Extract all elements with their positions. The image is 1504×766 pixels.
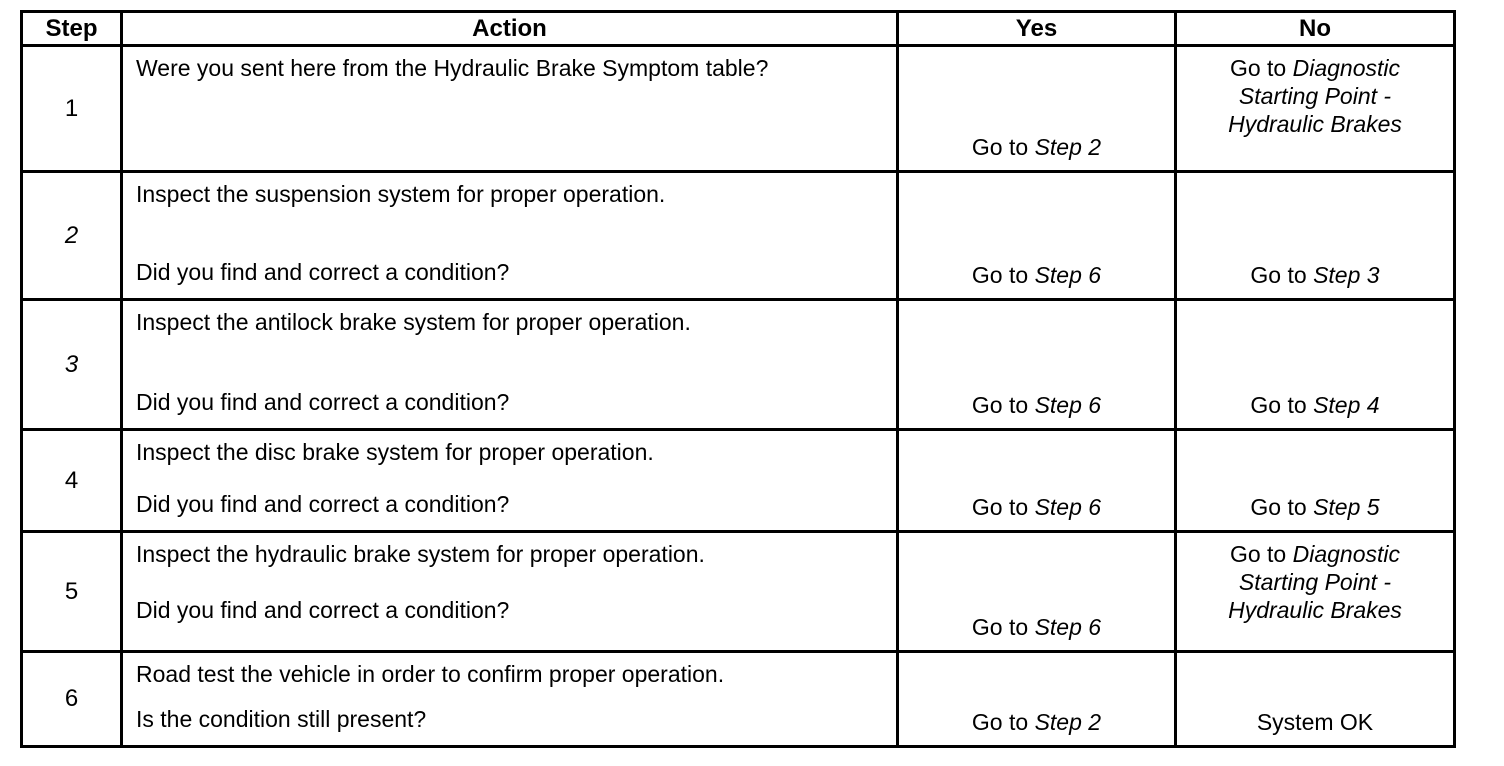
header-yes: Yes — [899, 13, 1177, 47]
action-line-1: Were you sent here from the Hydraulic Br… — [136, 55, 769, 81]
header-action: Action — [123, 13, 899, 47]
action-line-2: Did you find and correct a condition? — [136, 490, 510, 517]
no-cell-3: Go to Step 4 — [1177, 301, 1453, 431]
no-text: Go to Step 4 — [1250, 391, 1380, 418]
no-cell-2: Go to Step 3 — [1177, 173, 1453, 301]
action-cell-4: Inspect the disc brake system for proper… — [123, 431, 899, 533]
yes-cell-4: Go to Step 6 — [899, 431, 1177, 533]
action-line-1: Inspect the suspension system for proper… — [136, 181, 666, 207]
step-cell-2: 2 — [23, 173, 123, 301]
header-no: No — [1177, 13, 1453, 47]
action-cell-5: Inspect the hydraulic brake system for p… — [123, 533, 899, 653]
yes-cell-1: Go to Step 2 — [899, 47, 1177, 173]
step-cell-1: 1 — [23, 47, 123, 173]
yes-text: Go to Step 6 — [971, 493, 1102, 520]
yes-cell-3: Go to Step 6 — [899, 301, 1177, 431]
no-cell-4: Go to Step 5 — [1177, 431, 1453, 533]
step-cell-4: 4 — [23, 431, 123, 533]
no-text: System OK — [1256, 708, 1374, 735]
yes-text: Go to Step 6 — [971, 261, 1102, 288]
action-line-2: Is the condition still present? — [136, 705, 427, 732]
no-text: Go to Diagnostic Starting Point - Hydrau… — [1228, 55, 1402, 138]
step-cell-5: 5 — [23, 533, 123, 653]
yes-text: Go to Step 6 — [971, 391, 1102, 418]
yes-cell-6: Go to Step 2 — [899, 653, 1177, 745]
header-step: Step — [23, 13, 123, 47]
no-text: Go to Step 5 — [1250, 493, 1380, 520]
step-cell-3: 3 — [23, 301, 123, 431]
action-cell-2: Inspect the suspension system for proper… — [123, 173, 899, 301]
yes-text: Go to Step 2 — [971, 708, 1102, 735]
action-line-1: Inspect the hydraulic brake system for p… — [136, 541, 705, 567]
action-line-2: Did you find and correct a condition? — [136, 596, 510, 623]
action-cell-1: Were you sent here from the Hydraulic Br… — [123, 47, 899, 173]
yes-text: Go to Step 6 — [971, 613, 1102, 640]
no-cell-1: Go to Diagnostic Starting Point - Hydrau… — [1177, 47, 1453, 173]
action-line-2: Did you find and correct a condition? — [136, 388, 510, 415]
yes-cell-5: Go to Step 6 — [899, 533, 1177, 653]
no-cell-6: System OK — [1177, 653, 1453, 745]
action-cell-3: Inspect the antilock brake system for pr… — [123, 301, 899, 431]
action-line-1: Road test the vehicle in order to confir… — [136, 661, 725, 687]
no-cell-5: Go to Diagnostic Starting Point - Hydrau… — [1177, 533, 1453, 653]
yes-text: Go to Step 2 — [971, 133, 1102, 160]
action-cell-6: Road test the vehicle in order to confir… — [123, 653, 899, 745]
action-line-1: Inspect the disc brake system for proper… — [136, 439, 654, 465]
step-cell-6: 6 — [23, 653, 123, 745]
diagnostic-table: Step Action Yes No 1 Were you sent here … — [20, 10, 1456, 748]
no-text: Go to Step 3 — [1250, 261, 1380, 288]
action-line-1: Inspect the antilock brake system for pr… — [136, 309, 691, 335]
yes-cell-2: Go to Step 6 — [899, 173, 1177, 301]
no-text: Go to Diagnostic Starting Point - Hydrau… — [1228, 541, 1402, 624]
action-line-2: Did you find and correct a condition? — [136, 258, 510, 285]
